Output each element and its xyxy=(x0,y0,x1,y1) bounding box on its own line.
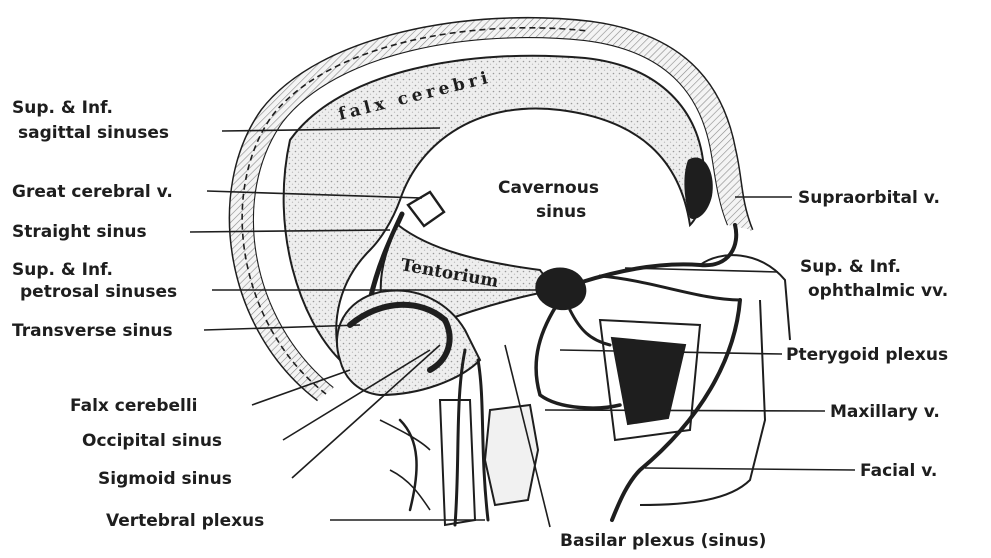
label-great-cerebral-vein: Great cerebral v. xyxy=(12,182,173,202)
label-basilar-plexus: Basilar plexus (sinus) xyxy=(560,531,766,551)
label-sup-inf-petrosal-line2: petrosal sinuses xyxy=(20,282,177,302)
label-transverse-sinus: Transverse sinus xyxy=(12,321,173,341)
label-sigmoid-sinus: Sigmoid sinus xyxy=(98,469,232,489)
label-ophthalmic-line1: Sup. & Inf. xyxy=(800,257,901,277)
label-sup-inf-sagittal-line1: Sup. & Inf. xyxy=(12,98,113,118)
superior-sagittal-sinus-cut xyxy=(684,158,712,219)
label-cavernous-line1: Cavernous xyxy=(498,178,599,198)
label-supraorbital-vein: Supraorbital v. xyxy=(798,188,940,208)
label-occipital-sinus: Occipital sinus xyxy=(82,431,222,451)
label-falx-cerebelli: Falx cerebelli xyxy=(70,396,198,416)
cavernous-sinus xyxy=(535,268,586,311)
label-sup-inf-petrosal-line1: Sup. & Inf. xyxy=(12,260,113,280)
label-vertebral-plexus: Vertebral plexus xyxy=(106,511,264,531)
label-sup-inf-sagittal-line2: sagittal sinuses xyxy=(18,123,169,143)
label-facial-vein: Facial v. xyxy=(860,461,937,481)
label-cavernous-line2: sinus xyxy=(536,202,586,222)
label-ophthalmic-line2: ophthalmic vv. xyxy=(808,281,948,301)
label-straight-sinus: Straight sinus xyxy=(12,222,147,242)
labels: Sup. & Inf. sagittal sinuses Great cereb… xyxy=(12,98,948,551)
label-maxillary-vein: Maxillary v. xyxy=(830,402,940,422)
label-pterygoid-plexus: Pterygoid plexus xyxy=(786,345,948,365)
